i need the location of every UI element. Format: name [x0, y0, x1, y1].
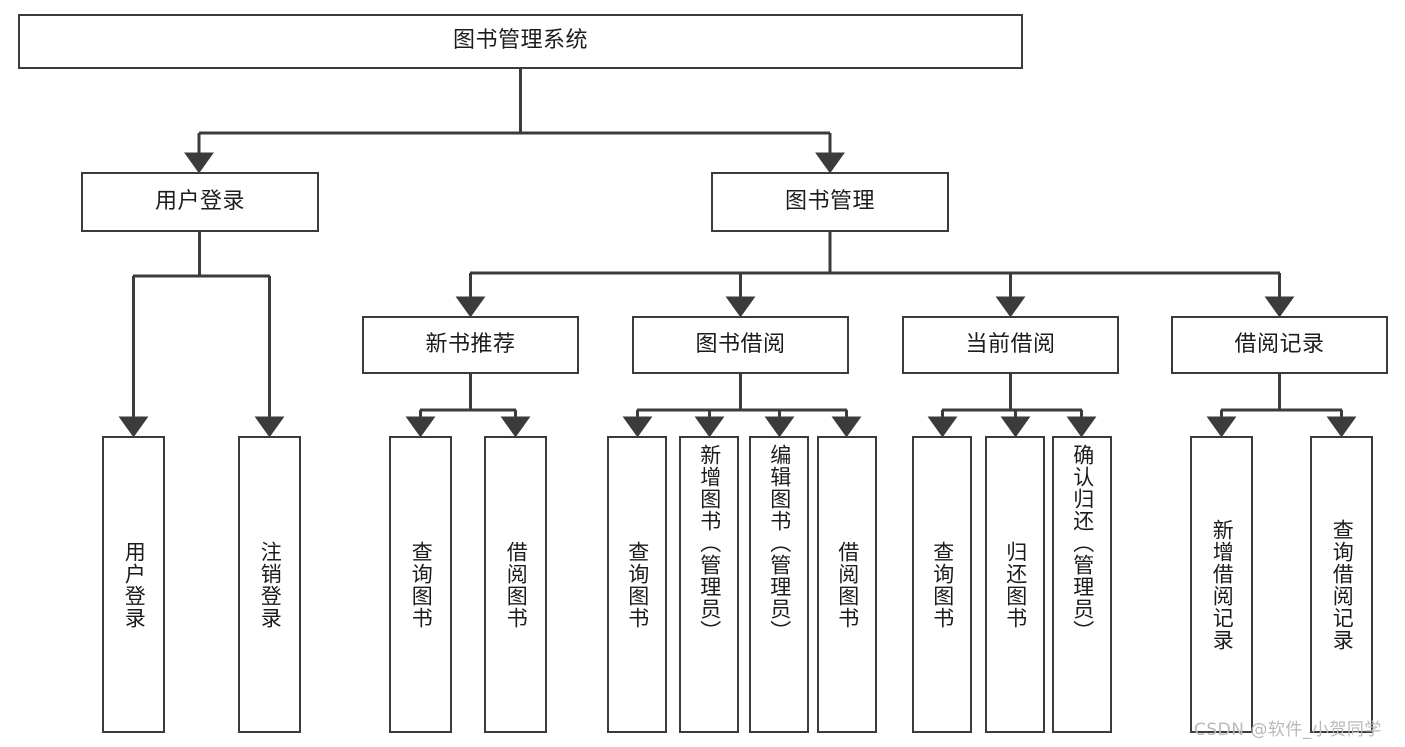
user-login-to-leaves-connectors	[118, 232, 285, 438]
node-root-label: 图书管理系统	[452, 28, 588, 54]
leaf-node-label: 借阅图书	[835, 540, 860, 629]
leaf-node[interactable]: 查询图书	[912, 436, 972, 733]
leaf-node[interactable]: 归还图书	[985, 436, 1045, 733]
leaf-node-label: 用户登录	[122, 540, 147, 629]
leaf-node-label: 编辑图书（管理员）	[767, 444, 792, 642]
book-manage-to-level2-connectors	[455, 232, 1295, 318]
leaf-node[interactable]: 确认归还（管理员）	[1052, 436, 1112, 733]
node-book-management[interactable]: 图书管理	[711, 172, 949, 232]
leaf-node-label: 查询图书	[625, 540, 650, 629]
leaf-node[interactable]: 借阅图书	[484, 436, 547, 733]
node-new-book-recommend[interactable]: 新书推荐	[362, 316, 579, 374]
node-current-borrow-label: 当前借阅	[965, 331, 1056, 357]
node-borrow-record-label: 借阅记录	[1234, 331, 1325, 357]
leaf-node[interactable]: 查询图书	[607, 436, 667, 733]
leaf-node-label: 查询借阅记录	[1330, 518, 1355, 651]
node-borrow-record[interactable]: 借阅记录	[1171, 316, 1388, 374]
node-book-borrow-label: 图书借阅	[695, 331, 786, 357]
leaf-node-label: 确认归还（管理员）	[1070, 444, 1095, 642]
current-borrow-to-leaves-connectors	[927, 374, 1097, 438]
leaf-node-label: 查询图书	[930, 540, 955, 629]
book-borrow-to-leaves-connectors	[622, 374, 862, 438]
leaf-node-label: 新增借阅记录	[1210, 518, 1235, 651]
leaf-node-label: 查询图书	[409, 540, 434, 629]
leaf-node[interactable]: 借阅图书	[817, 436, 877, 733]
new-book-to-leaves-connectors	[405, 374, 531, 438]
node-current-borrow[interactable]: 当前借阅	[902, 316, 1119, 374]
leaf-node[interactable]: 注销登录	[238, 436, 301, 733]
leaf-node-label: 注销登录	[258, 540, 283, 629]
leaf-node[interactable]: 新增借阅记录	[1190, 436, 1253, 733]
borrow-record-to-leaves-connectors	[1206, 374, 1357, 438]
node-root-system[interactable]: 图书管理系统	[18, 14, 1023, 69]
leaf-node[interactable]: 查询图书	[389, 436, 452, 733]
leaf-node[interactable]: 查询借阅记录	[1310, 436, 1373, 733]
leaf-node-label: 借阅图书	[504, 540, 529, 629]
node-new-book-recommend-label: 新书推荐	[425, 331, 516, 357]
node-user-login[interactable]: 用户登录	[81, 172, 319, 232]
node-book-borrow[interactable]: 图书借阅	[632, 316, 849, 374]
leaf-node[interactable]: 用户登录	[102, 436, 165, 733]
root-to-level1-connectors	[184, 69, 845, 174]
node-book-management-label: 图书管理	[784, 188, 875, 214]
leaf-node-label: 归还图书	[1003, 540, 1028, 629]
leaf-node[interactable]: 编辑图书（管理员）	[749, 436, 809, 733]
leaf-node[interactable]: 新增图书（管理员）	[679, 436, 739, 733]
leaf-node-label: 新增图书（管理员）	[697, 444, 722, 642]
node-user-login-label: 用户登录	[154, 188, 245, 214]
